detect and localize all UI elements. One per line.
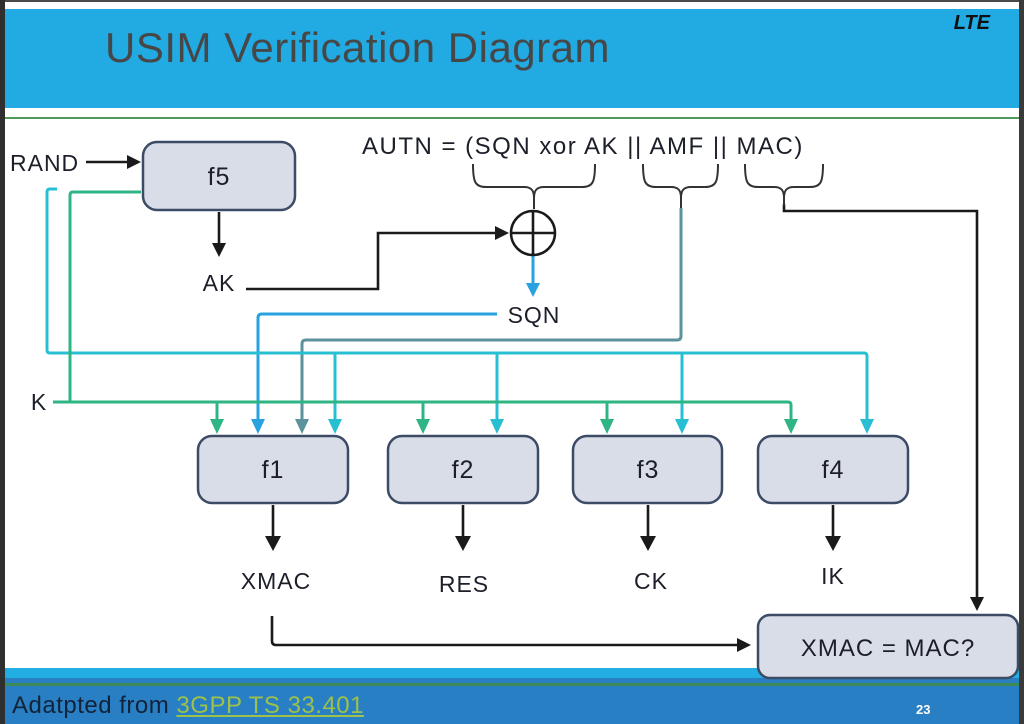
f3-box bbox=[571, 434, 724, 505]
footer-attribution: Adatpted from 3GPP TS 33.401 bbox=[12, 692, 364, 720]
f2-box bbox=[386, 434, 540, 505]
page-number: 23 bbox=[916, 702, 931, 717]
arrowhead bbox=[860, 419, 874, 434]
sqn-xor-ak-underbrace bbox=[472, 163, 596, 209]
arrowhead bbox=[600, 419, 614, 434]
arrowhead bbox=[295, 419, 309, 434]
arrowhead bbox=[495, 226, 509, 240]
sqn-line-blue bbox=[251, 256, 540, 434]
arrowhead bbox=[265, 536, 281, 551]
f5-box-label: f5 bbox=[208, 163, 231, 191]
footer-band: Adatpted from 3GPP TS 33.401 23 bbox=[0, 668, 1024, 724]
arrowhead bbox=[675, 419, 689, 434]
f2-box-label: f2 bbox=[452, 456, 475, 484]
ak-label: AK bbox=[203, 270, 236, 296]
k-line-green bbox=[53, 190, 798, 434]
arrowhead bbox=[784, 419, 798, 434]
xor-circle-plus-icon bbox=[509, 209, 557, 257]
page-title: USIM Verification Diagram bbox=[105, 24, 610, 71]
footer-stripe-mid bbox=[0, 678, 1024, 683]
footer-stripe-bright bbox=[0, 668, 1024, 678]
ak-to-xor-arrow bbox=[246, 226, 509, 291]
arrowhead bbox=[737, 638, 751, 652]
rand-line-cyan bbox=[45, 187, 874, 434]
ik-label: IK bbox=[821, 563, 845, 589]
arrowhead bbox=[416, 419, 430, 434]
f5-box bbox=[141, 140, 297, 212]
f3-box-label: f3 bbox=[637, 456, 660, 484]
sqn-label: SQN bbox=[508, 302, 561, 328]
footer-spec-link[interactable]: 3GPP TS 33.401 bbox=[176, 692, 364, 719]
mac-underbrace bbox=[744, 163, 824, 206]
arrowhead bbox=[490, 419, 504, 434]
f4-output-arrow bbox=[825, 505, 841, 551]
arrowhead bbox=[825, 536, 841, 551]
footer-attribution-prefix: Adatpted from bbox=[12, 692, 177, 719]
rand-label: RAND bbox=[10, 150, 79, 176]
header-separator-line bbox=[0, 117, 1024, 119]
arrowhead bbox=[455, 536, 471, 551]
arrowhead bbox=[127, 155, 141, 169]
rand-to-f5-arrow bbox=[86, 155, 141, 169]
arrowhead bbox=[640, 536, 656, 551]
slide-left-border bbox=[0, 0, 5, 724]
arrowhead bbox=[251, 419, 265, 434]
slide-right-border bbox=[1019, 0, 1024, 724]
xmac-to-compare-arrow bbox=[270, 616, 751, 652]
ck-label: CK bbox=[634, 568, 668, 594]
amf-line-teal bbox=[295, 208, 683, 434]
arrowhead bbox=[212, 243, 226, 257]
lte-badge: LTE bbox=[953, 12, 990, 34]
footer-stripe-main bbox=[0, 686, 1024, 724]
f4-box-label: f4 bbox=[822, 456, 845, 484]
f1-box-label: f1 bbox=[262, 456, 285, 484]
arrowhead bbox=[328, 419, 342, 434]
f5-to-ak-arrow bbox=[212, 212, 226, 257]
f3-output-arrow bbox=[640, 505, 656, 551]
f4-box bbox=[756, 434, 910, 505]
res-label: RES bbox=[439, 571, 489, 597]
footer-stripe-green bbox=[0, 683, 1024, 686]
header-band bbox=[5, 9, 1019, 108]
mac-to-compare-arrow bbox=[782, 204, 984, 611]
k-label: K bbox=[31, 389, 47, 415]
arrowhead bbox=[526, 283, 540, 297]
amf-underbrace bbox=[642, 163, 719, 208]
arrowhead bbox=[210, 419, 224, 434]
slide-top-border bbox=[0, 0, 1024, 2]
formula-label: AUTN = (SQN xor AK || AMF || MAC) bbox=[362, 133, 804, 160]
f1-box bbox=[196, 434, 350, 505]
xmac-label: XMAC bbox=[241, 568, 311, 594]
compare-box-label: XMAC = MAC? bbox=[801, 635, 975, 662]
arrowhead bbox=[970, 597, 984, 611]
f1-output-arrow bbox=[265, 505, 281, 551]
f2-output-arrow bbox=[455, 505, 471, 551]
